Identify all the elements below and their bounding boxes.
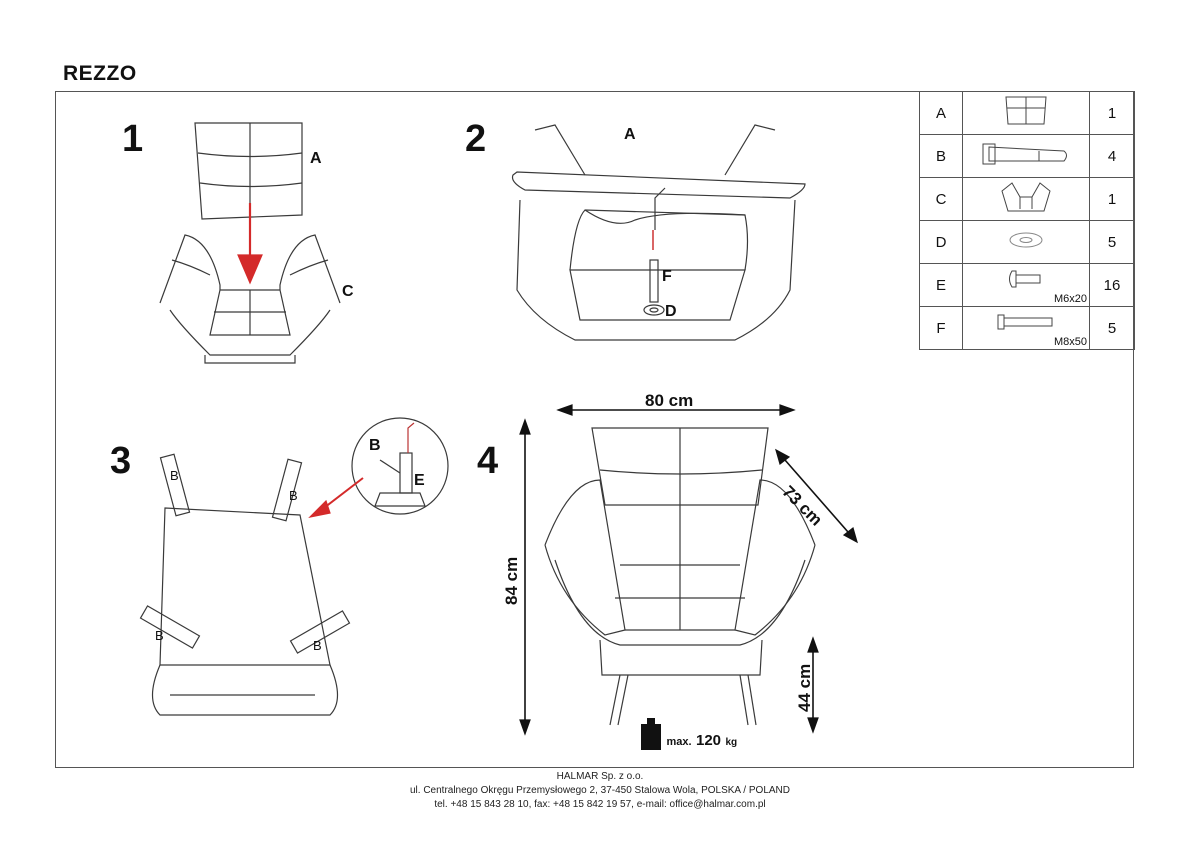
- seat-body-icon: [962, 177, 1090, 221]
- max-load-value: 120: [695, 732, 722, 749]
- part-letter: F: [919, 306, 963, 350]
- part-quantity: 4: [1089, 134, 1135, 178]
- washer-icon: [962, 220, 1090, 264]
- label-C-step1: C: [342, 283, 354, 300]
- weight-icon: [641, 718, 661, 750]
- step2-drawing: [511, 124, 806, 341]
- short-bolt-icon: M6x20: [962, 263, 1090, 307]
- parts-list-table: A 1 B 4 C 1 D 5 E M6x20 16 F: [919, 91, 1135, 350]
- chair-upside-down: [151, 507, 339, 716]
- part-row-A: A 1: [919, 91, 1135, 135]
- part-row-D: D 5: [919, 220, 1135, 264]
- label-B-zoom: B: [369, 437, 381, 454]
- part-row-B: B 4: [919, 134, 1135, 178]
- instruction-frame: [55, 91, 1134, 768]
- step3-drawing: [139, 453, 351, 716]
- part-row-C: C 1: [919, 177, 1135, 221]
- backrest-icon: [962, 91, 1090, 135]
- label-A-step1: A: [310, 150, 322, 167]
- dimension-seat-height: 44 cm: [795, 663, 814, 712]
- label-D-step2: D: [665, 303, 677, 320]
- footer-contact: tel. +48 15 843 28 10, fax: +48 15 842 1…: [434, 799, 766, 810]
- footer-company: HALMAR Sp. z o.o.: [556, 771, 644, 782]
- company-footer: HALMAR Sp. z o.o. ul. Centralnego Okręgu…: [0, 770, 1200, 812]
- product-title: REZZO: [63, 62, 137, 85]
- label-F-step2: F: [662, 268, 672, 285]
- part-letter: C: [919, 177, 963, 221]
- step-number-4: 4: [477, 440, 499, 482]
- max-load-unit: kg: [725, 737, 738, 748]
- label-B-leg2: B: [289, 488, 298, 503]
- step-number-3: 3: [110, 440, 132, 482]
- leg-icon: [962, 134, 1090, 178]
- part-quantity: 5: [1089, 220, 1135, 264]
- step4-drawing: [519, 404, 858, 736]
- label-E-zoom: E: [414, 472, 425, 489]
- part-letter: D: [919, 220, 963, 264]
- part-size: M6x20: [1053, 293, 1087, 305]
- step1-drawing: [159, 122, 341, 364]
- part-quantity: 5: [1089, 306, 1135, 350]
- seat-body-part: [159, 234, 341, 364]
- part-size: M8x50: [1053, 336, 1087, 348]
- footer-address: ul. Centralnego Okręgu Przemysłowego 2, …: [409, 785, 790, 796]
- part-letter: E: [919, 263, 963, 307]
- dimension-width: 80 cm: [645, 391, 694, 410]
- seat-body-upside: [511, 124, 806, 341]
- part-letter: B: [919, 134, 963, 178]
- long-bolt-icon: M8x50: [962, 306, 1090, 350]
- part-row-E: E M6x20 16: [919, 263, 1135, 307]
- label-B-leg3: B: [155, 628, 164, 643]
- step-number-1: 1: [122, 118, 144, 160]
- max-load-prefix: max.: [666, 736, 692, 748]
- label-A-step2: A: [624, 126, 636, 143]
- legs-attached: [139, 453, 351, 654]
- dimension-lines: [519, 404, 858, 736]
- max-load-badge: max. 120 kg: [640, 716, 737, 750]
- assembled-chair: [544, 427, 816, 726]
- part-letter: A: [919, 91, 963, 135]
- part-quantity: 16: [1089, 263, 1135, 307]
- bolt-with-rod: [643, 187, 666, 316]
- label-B-leg4: B: [313, 638, 322, 653]
- leg-detail-zoom: [351, 417, 449, 515]
- part-quantity: 1: [1089, 91, 1135, 135]
- step-number-2: 2: [465, 118, 487, 160]
- dimension-height: 84 cm: [502, 556, 521, 605]
- part-row-F: F M8x50 5: [919, 306, 1135, 350]
- label-B-leg1: B: [170, 468, 179, 483]
- part-quantity: 1: [1089, 177, 1135, 221]
- backrest-part: [194, 122, 303, 220]
- arrow-down: [237, 203, 263, 285]
- arrow-to-zoom: [308, 477, 364, 518]
